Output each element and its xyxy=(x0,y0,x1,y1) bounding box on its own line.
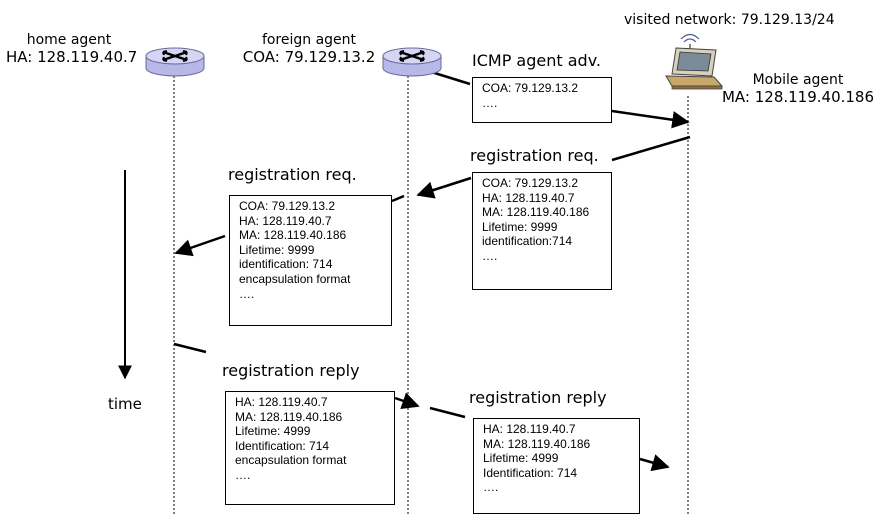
reg-reply-foreign-box: HA: 128.119.40.7 MA: 128.119.40.186 Life… xyxy=(473,418,640,514)
time-label: time xyxy=(108,395,142,413)
reg-req-foreign-line: …. xyxy=(239,286,255,301)
reg-req-arrow-end xyxy=(416,176,472,199)
reg-reply-foreign-line: HA: 128.119.40.7 xyxy=(483,422,576,436)
mobile-agent-label: Mobile agent MA: 128.119.40.186 xyxy=(720,72,876,106)
reg-req-foreign-line: MA: 128.119.40.186 xyxy=(239,228,347,243)
reg-reply-home-line: MA: 128.119.40.186 xyxy=(235,409,343,424)
mobile-agent-title: Mobile agent xyxy=(752,72,844,88)
reg-reply-foreign-line: …. xyxy=(483,480,499,495)
reg-req-mobile-line: Lifetime: 9999 xyxy=(482,219,558,234)
icmp-adv-box: COA: 79.129.13.2 …. xyxy=(472,77,612,123)
reg-req-foreign-box: COA: 79.129.13.2 HA: 128.119.40.7 MA: 12… xyxy=(229,195,392,326)
reg-reply-foreign-label: registration reply xyxy=(469,388,607,407)
reg-req-mobile-label: registration req. xyxy=(470,146,599,165)
icmp-adv-line: …. xyxy=(482,95,498,110)
reg-reply-foreign-line: Identification: 714 xyxy=(483,465,578,480)
foreign-agent-address: COA: 79.129.13.2 xyxy=(242,48,376,66)
reg-reply-arrow-end xyxy=(394,392,420,410)
home-agent-title: home agent xyxy=(26,32,112,48)
reg-reply-home-line: Identification: 714 xyxy=(235,438,330,453)
reg-req-foreign-line: COA: 79.129.13.2 xyxy=(239,199,336,213)
reg-req-foreign-line: encapsulation format xyxy=(239,271,351,286)
reg-reply-foreign-line: Lifetime: 4999 xyxy=(483,451,559,466)
visited-network-label: visited network: 79.129.13/24 xyxy=(624,12,835,28)
reg-reply-home-box: HA: 128.119.40.7 MA: 128.119.40.186 Life… xyxy=(225,391,395,505)
reg-req-mobile-line: HA: 128.119.40.7 xyxy=(482,190,575,205)
icmp-adv-label: ICMP agent adv. xyxy=(472,51,602,70)
reg-req-mobile-line: COA: 79.129.13.2 xyxy=(482,176,579,190)
reg-req-arrow-start xyxy=(611,135,691,162)
reg-reply-mobile-arrow-start xyxy=(429,406,466,419)
reg-req-foreign-line: identification: 714 xyxy=(239,257,333,272)
reg-req-foreign-label: registration req. xyxy=(228,165,357,184)
home-agent-address: HA: 128.119.40.7 xyxy=(6,48,138,66)
reg-req-mobile-line: identification:714 xyxy=(482,234,573,249)
icmp-adv-line: COA: 79.129.13.2 xyxy=(482,81,579,95)
reg-req-home-arrow-end xyxy=(174,234,226,257)
icmp-adv-arrow-end xyxy=(611,109,690,129)
reg-reply-home-label: registration reply xyxy=(222,361,360,380)
reg-req-mobile-line: …. xyxy=(482,248,498,263)
home-agent-label: home agent HA: 128.119.40.7 xyxy=(6,32,138,66)
reg-reply-home-line: …. xyxy=(235,467,251,482)
foreign-agent-label: foreign agent COA: 79.129.13.2 xyxy=(236,32,382,66)
reg-reply-home-line: encapsulation format xyxy=(235,453,347,468)
laptop-icon xyxy=(665,33,724,90)
reg-req-home-arrow-start xyxy=(391,194,405,203)
foreign-agent-router-icon xyxy=(382,47,442,77)
reg-reply-arrow-start xyxy=(173,342,207,354)
reg-req-mobile-box: COA: 79.129.13.2 HA: 128.119.40.7 MA: 12… xyxy=(472,172,612,290)
reg-reply-foreign-line: MA: 128.119.40.186 xyxy=(483,436,591,451)
mobile-agent-address: MA: 128.119.40.186 xyxy=(721,88,875,106)
foreign-agent-title: foreign agent xyxy=(261,32,357,48)
reg-req-mobile-line: MA: 128.119.40.186 xyxy=(482,205,590,220)
reg-req-foreign-line: HA: 128.119.40.7 xyxy=(239,213,332,228)
reg-reply-mobile-arrow-end xyxy=(639,454,670,472)
reg-reply-home-line: HA: 128.119.40.7 xyxy=(235,395,328,409)
reg-req-foreign-line: Lifetime: 9999 xyxy=(239,242,315,257)
reg-reply-home-line: Lifetime: 4999 xyxy=(235,424,311,439)
home-agent-router-icon xyxy=(145,47,205,77)
